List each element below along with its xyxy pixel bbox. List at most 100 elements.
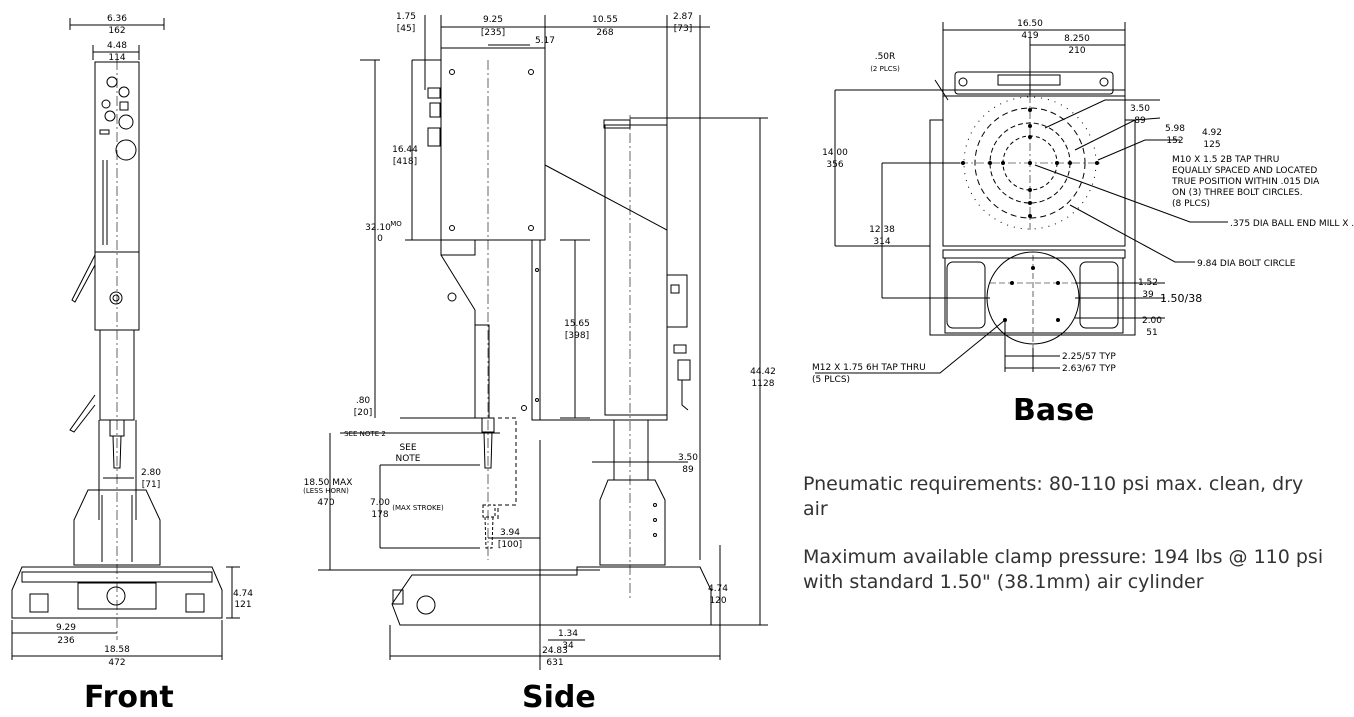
side-head-taper (440, 254, 490, 419)
base-dim-1238: 12.38 (869, 225, 895, 235)
side-screw (528, 69, 534, 75)
base-lower-hole (1056, 318, 1060, 322)
side-dim-080: .80 (356, 396, 371, 406)
front-base (11, 566, 223, 619)
base-top-tab (954, 71, 1114, 95)
base-view-title: Base (1013, 393, 1095, 428)
side-screw (535, 268, 539, 272)
side-screw (521, 405, 527, 411)
side-see-note-2: SEE NOTE 2 (344, 430, 386, 438)
side-pedestal (599, 479, 666, 566)
side-dim-1055: 10.55 (592, 15, 618, 25)
side-max-stroke: (MAX STROKE) (392, 504, 444, 512)
side-screw (535, 398, 539, 402)
side-dim-2483: 24.83 (542, 646, 568, 656)
front-dim-1858: 18.58 (104, 645, 130, 655)
side-dim-474: 4.74 (708, 584, 728, 594)
side-dim-235: [235] (481, 28, 505, 38)
base-m10-line1: M10 X 1.5 2B TAP THRU (1172, 155, 1279, 165)
front-pedestal (73, 489, 161, 566)
base-leader (1044, 99, 1160, 129)
side-screw (653, 518, 657, 522)
front-base-circle (106, 586, 126, 606)
base-dim-598: 5.98 (1165, 124, 1185, 134)
side-dim-89: 89 (682, 465, 694, 475)
base-dim-225: 2.25/57 TYP (1062, 352, 1116, 362)
base-leader (934, 79, 949, 101)
front-dim-114: 114 (108, 53, 125, 63)
base-lower-area (944, 257, 1124, 334)
side-dim-418: [418] (393, 157, 417, 167)
side-horn-tip (483, 431, 493, 469)
base-tab-slot (997, 74, 1061, 86)
side-see: SEE (399, 443, 416, 453)
base-lower-hole (1056, 281, 1060, 285)
base-hole (1095, 161, 1099, 165)
side-converter (474, 324, 490, 419)
front-dim-121: 121 (234, 600, 251, 610)
front-control-circle (106, 76, 118, 88)
front-view-title: Front (84, 680, 174, 715)
base-lower-hole (1031, 266, 1035, 270)
side-dim-45: [45] (397, 24, 415, 34)
base-bolt-circle-label: 9.84 DIA BOLT CIRCLE (1197, 259, 1296, 269)
front-base-top (21, 571, 213, 583)
side-less-horn: (LESS HORN) (303, 487, 349, 495)
base-2plcs: (2 PLCS) (870, 65, 900, 73)
front-control-slot (99, 129, 110, 135)
side-bracket (666, 274, 688, 328)
front-handle (71, 254, 96, 303)
side-head-housing (440, 47, 546, 256)
side-dim-20: [20] (354, 408, 372, 418)
base-hole (1028, 108, 1032, 112)
base-dim-125: 125 (1203, 140, 1220, 150)
front-base-panel (77, 582, 157, 610)
front-control-knob (115, 139, 137, 161)
side-connector (427, 127, 441, 147)
base-tab-hole (1099, 77, 1109, 87)
side-dim-1128: 1128 (752, 379, 775, 389)
side-column-body (531, 164, 668, 421)
front-dim-71: [71] (142, 480, 160, 490)
side-column-cap (603, 119, 631, 129)
base-hole (1028, 188, 1032, 192)
front-dim-636: 6.36 (107, 14, 127, 24)
side-dim-1565: 15.65 (564, 319, 590, 329)
base-dim-263: 2.63/67 TYP (1062, 364, 1116, 374)
front-control-square (119, 101, 129, 111)
side-screw (653, 503, 657, 507)
front-control-circle (118, 86, 130, 98)
side-dim-287: 2.87 (673, 12, 693, 22)
side-dim-1850: 18.50 MAX (304, 478, 353, 488)
side-dim-178: 178 (371, 510, 388, 520)
side-screw (449, 225, 455, 231)
front-handle-lower (69, 394, 96, 433)
front-dim-472: 472 (108, 658, 125, 668)
side-column-post (604, 124, 668, 416)
side-horn-block (481, 417, 495, 433)
base-dim-152b: 1.52 (1138, 278, 1158, 288)
side-dim-1644: 16.44 (392, 145, 418, 155)
base-dim-200: 2.00 (1142, 316, 1162, 326)
side-base-foot (392, 589, 404, 605)
side-dim-3210: 32.10 (365, 223, 391, 233)
base-dim-51: 51 (1146, 328, 1157, 338)
base-dim-356: 356 (826, 160, 843, 170)
base-hole (1068, 161, 1072, 165)
front-control-circle (118, 114, 134, 130)
base-view (815, 22, 1228, 374)
front-foot-right (185, 593, 205, 613)
side-dim-268: 268 (596, 28, 613, 38)
front-view (11, 18, 240, 660)
side-dim-700: 7.00 (370, 498, 390, 508)
side-horn-tip-extended (484, 516, 494, 549)
side-view (318, 15, 768, 670)
base-dim-1400: 14.00 (822, 148, 848, 158)
base-leader (1069, 204, 1195, 263)
side-dim-0: 0 (377, 234, 383, 244)
base-dim-492: 4.92 (1202, 128, 1222, 138)
base-ball-end: .375 DIA BALL END MILL X .062 DP (1230, 219, 1354, 229)
side-dim-120: 120 (709, 596, 726, 606)
base-m10-line2: EQUALLY SPACED AND LOCATED (1172, 166, 1317, 176)
